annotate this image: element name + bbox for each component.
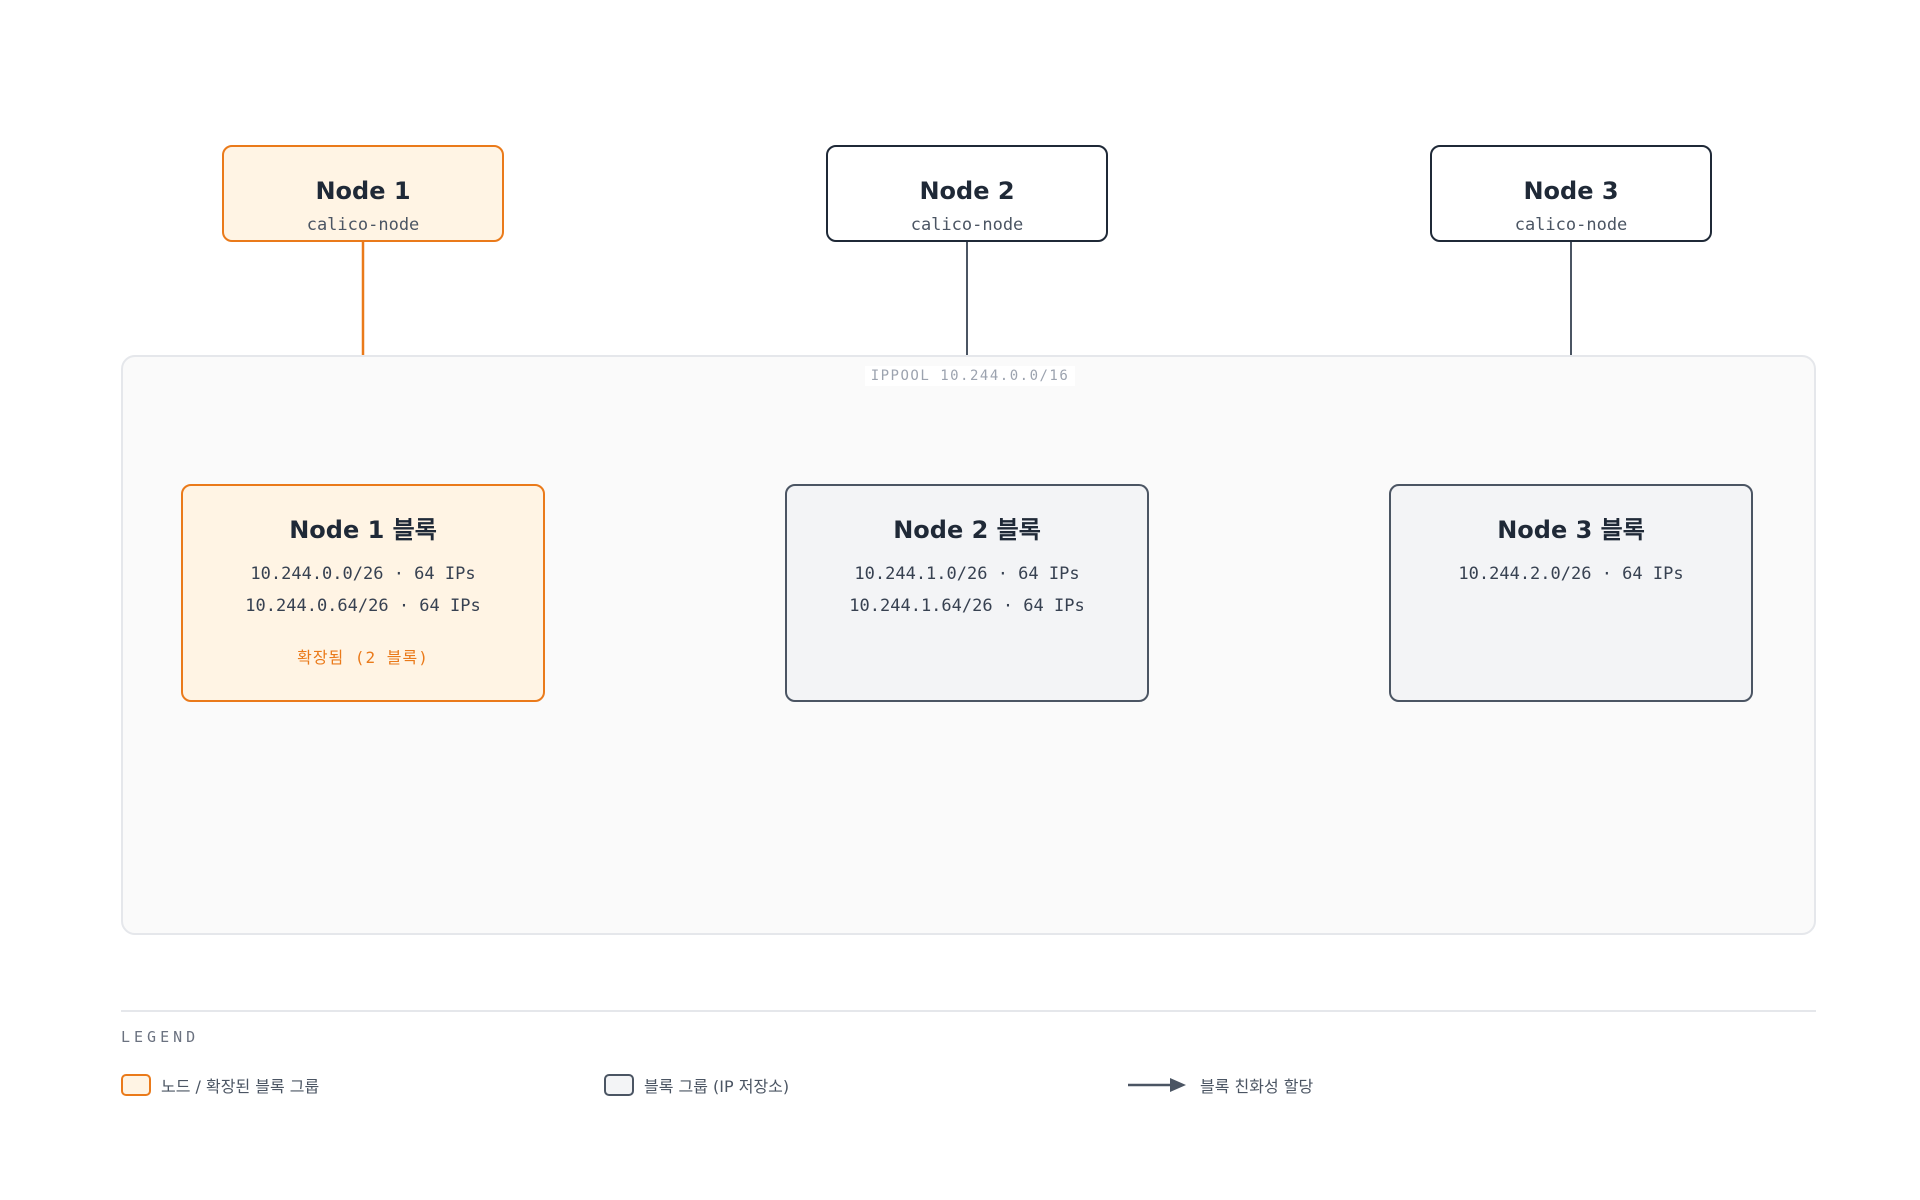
legend-label: 블록 그룹 (IP 저장소): [644, 1077, 790, 1096]
legend-title: LEGEND: [121, 1028, 200, 1046]
node-subtitle: calico-node: [910, 215, 1024, 235]
neutral-swatch-icon: [604, 1074, 634, 1096]
node-3-box[interactable]: Node 3 calico-node: [1430, 145, 1712, 242]
node-3-block-group[interactable]: Node 3 블록 10.244.2.0/26 · 64 IPs: [1389, 484, 1753, 702]
ippool-label: IPPOOL 10.244.0.0/16: [865, 366, 1075, 386]
node-subtitle: calico-node: [1514, 215, 1628, 235]
node-2-block-group[interactable]: Node 2 블록 10.244.1.0/26 · 64 IPs 10.244.…: [785, 484, 1149, 702]
node-2-box[interactable]: Node 2 calico-node: [826, 145, 1108, 242]
node-subtitle: calico-node: [306, 215, 420, 235]
block-cidr: 10.244.0.64/26 · 64 IPs: [245, 596, 481, 616]
legend-item-node: 노드 / 확장된 블록 그룹: [121, 1071, 319, 1099]
legend-label: 블록 친화성 할당: [1200, 1077, 1314, 1096]
block-cidr: 10.244.1.0/26 · 64 IPs: [854, 564, 1080, 584]
block-cidr: 10.244.1.64/26 · 64 IPs: [849, 596, 1085, 616]
node-title: Node 3: [1523, 177, 1619, 205]
node-title: Node 2: [919, 177, 1015, 205]
legend-item-block: 블록 그룹 (IP 저장소): [604, 1071, 789, 1099]
legend-divider: [121, 1010, 1816, 1012]
accent-swatch-icon: [121, 1074, 151, 1096]
block-cidr: 10.244.2.0/26 · 64 IPs: [1458, 564, 1684, 584]
node-1-block-group[interactable]: Node 1 블록 10.244.0.0/26 · 64 IPs 10.244.…: [181, 484, 545, 702]
block-title: Node 3 블록: [1497, 516, 1645, 544]
legend-item-affinity: 블록 친화성 할당: [1128, 1071, 1313, 1099]
node-1-box[interactable]: Node 1 calico-node: [222, 145, 504, 242]
block-status: 확장됨 (2 블록): [297, 648, 429, 667]
legend-label: 노드 / 확장된 블록 그룹: [161, 1077, 320, 1096]
block-cidr: 10.244.0.0/26 · 64 IPs: [250, 564, 476, 584]
block-title: Node 2 블록: [893, 516, 1041, 544]
node-title: Node 1: [315, 177, 411, 205]
arrow-icon: [1128, 1078, 1186, 1092]
block-title: Node 1 블록: [289, 516, 437, 544]
